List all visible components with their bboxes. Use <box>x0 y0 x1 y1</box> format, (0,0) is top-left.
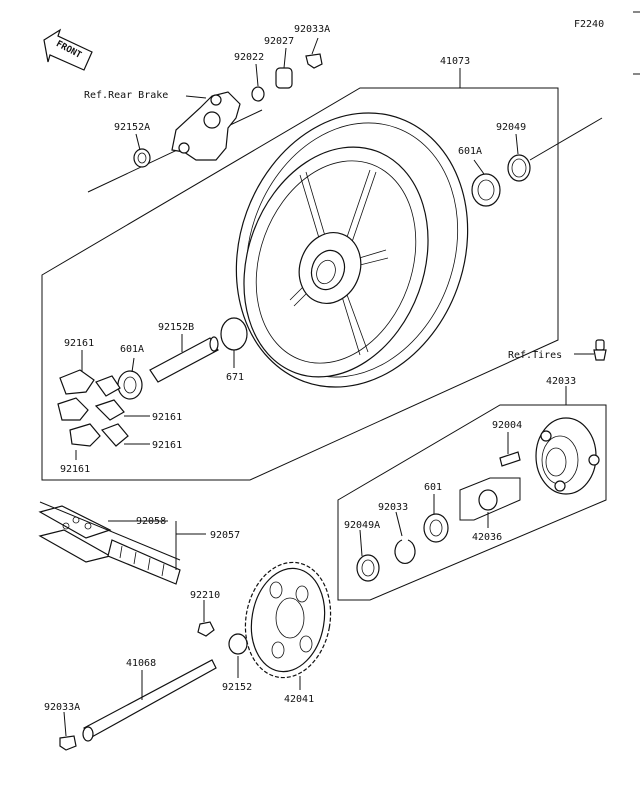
label-42036: 42036 <box>472 532 502 543</box>
brake-bracket <box>171 91 241 161</box>
o-ring-671 <box>220 317 248 351</box>
sprocket-hub-42033 <box>535 417 600 495</box>
collar-92152a <box>133 148 151 168</box>
label-92161-bottom-left: 92161 <box>60 464 90 475</box>
leader-lines <box>63 37 594 737</box>
label-92057: 92057 <box>210 530 240 541</box>
circlip-92033 <box>394 539 416 565</box>
chain-92057 <box>38 505 181 585</box>
label-92033a-bottom: 92033A <box>44 702 80 713</box>
label-ref-rear-brake: Ref.Rear Brake <box>84 90 168 101</box>
label-41068: 41068 <box>126 658 156 669</box>
label-92049a: 92049A <box>344 520 380 531</box>
label-92161-top-left: 92161 <box>64 338 94 349</box>
nut-92210 <box>197 621 215 637</box>
clip-92033a-top <box>305 53 323 69</box>
clip-92033a-bottom <box>59 735 77 751</box>
label-601a-right: 601A <box>458 146 482 157</box>
label-601a-left: 601A <box>120 344 144 355</box>
wheel-group-outline <box>41 87 559 481</box>
seal-92049a <box>356 554 380 582</box>
label-42041: 42041 <box>284 694 314 705</box>
label-92058: 92058 <box>136 516 166 527</box>
label-ref-tires: Ref.Tires <box>508 350 562 361</box>
label-92033a-top: 92033A <box>294 24 330 35</box>
collar-92152 <box>228 633 248 655</box>
label-92004: 92004 <box>492 420 522 431</box>
label-92027: 92027 <box>264 36 294 47</box>
bearing-601a-left <box>117 370 143 400</box>
sprocket-42041 <box>244 561 332 679</box>
label-41073: 41073 <box>440 56 470 67</box>
dampers-92161 <box>57 369 129 447</box>
label-601: 601 <box>424 482 442 493</box>
label-92049: 92049 <box>496 122 526 133</box>
tire-valve-icon <box>593 339 607 361</box>
label-92152b: 92152B <box>158 322 194 333</box>
label-92152: 92152 <box>222 682 252 693</box>
bushing-92027 <box>275 67 293 89</box>
label-92022: 92022 <box>234 52 264 63</box>
washer-92022 <box>251 86 265 102</box>
spacer-92152b <box>149 337 219 383</box>
wheel-rim <box>235 112 469 388</box>
label-92033: 92033 <box>378 502 408 513</box>
label-92210: 92210 <box>190 590 220 601</box>
label-92152a: 92152A <box>114 122 150 133</box>
collar-42036 <box>478 489 498 511</box>
figure-code: F2240 <box>574 19 604 30</box>
axle-41068 <box>83 659 217 739</box>
label-42033: 42033 <box>546 376 576 387</box>
label-92161-right-1: 92161 <box>152 412 182 423</box>
label-671: 671 <box>226 372 244 383</box>
front-arrow-icon: FRONT <box>43 28 93 71</box>
stud-92004 <box>499 451 521 467</box>
bearing-601a-right <box>471 173 501 207</box>
bearing-601 <box>423 513 449 543</box>
seal-92049 <box>507 154 531 182</box>
coupling-group-outline <box>337 404 607 601</box>
label-92161-right-2: 92161 <box>152 440 182 451</box>
